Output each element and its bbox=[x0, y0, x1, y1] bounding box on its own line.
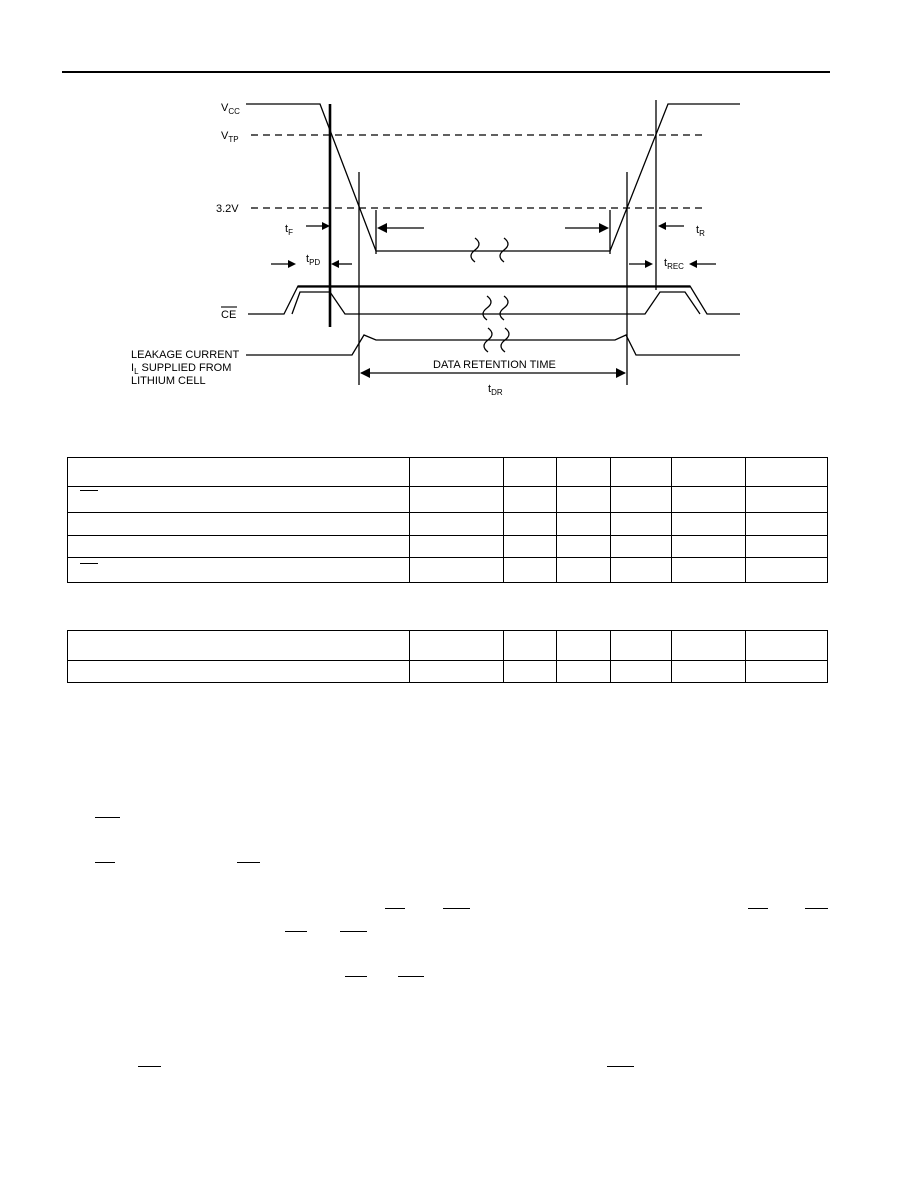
table-row bbox=[67, 535, 828, 558]
overbar-mark bbox=[95, 862, 115, 864]
tf-label: tF bbox=[285, 223, 293, 237]
table-row bbox=[67, 557, 828, 583]
data-retention-label: DATA RETENTION TIME bbox=[433, 359, 556, 371]
overbar-mark bbox=[80, 490, 98, 492]
timing-parameters-table bbox=[67, 457, 828, 583]
table-row bbox=[67, 512, 828, 536]
leakage-waveform bbox=[246, 334, 740, 356]
overbar-mark bbox=[385, 908, 405, 910]
overbar-mark bbox=[345, 976, 367, 978]
overbar-mark bbox=[398, 976, 424, 978]
table-row bbox=[67, 457, 828, 487]
tr-label: tR bbox=[696, 224, 705, 238]
overbar-mark bbox=[80, 563, 98, 565]
tpd-label: tPD bbox=[306, 253, 320, 267]
tdr-label: tDR bbox=[488, 383, 503, 397]
overbar-mark bbox=[237, 862, 260, 864]
overbar-mark bbox=[138, 1066, 161, 1068]
trec-label: tREC bbox=[664, 257, 684, 271]
v32-label: 3.2V bbox=[216, 203, 239, 215]
vtp-label: VTP bbox=[221, 130, 239, 144]
vcc-waveform bbox=[246, 103, 740, 252]
table-row bbox=[67, 630, 828, 661]
ce-label: CE bbox=[221, 309, 236, 321]
leakage-line-1: LEAKAGE CURRENT bbox=[131, 349, 239, 361]
table-row bbox=[67, 486, 828, 513]
overbar-mark bbox=[748, 908, 768, 910]
overbar-mark bbox=[285, 931, 307, 933]
capacitance-table bbox=[67, 630, 828, 683]
ce-waveform-high bbox=[248, 285, 740, 315]
overbar-mark bbox=[95, 817, 120, 819]
vcc-label: VCC bbox=[221, 102, 240, 116]
header-rule bbox=[62, 71, 830, 73]
overbar-mark bbox=[805, 908, 828, 910]
power-down-timing-diagram: VCC VTP 3.2V tF tR tPD tREC CE LEAKAGE C… bbox=[131, 100, 740, 397]
overbar-mark bbox=[340, 931, 367, 933]
leakage-line-3: LITHIUM CELL bbox=[131, 375, 206, 387]
table-row bbox=[67, 660, 828, 683]
ce-waveform-low bbox=[291, 291, 701, 315]
overbar-mark bbox=[607, 1066, 634, 1068]
overbar-mark bbox=[443, 908, 470, 910]
